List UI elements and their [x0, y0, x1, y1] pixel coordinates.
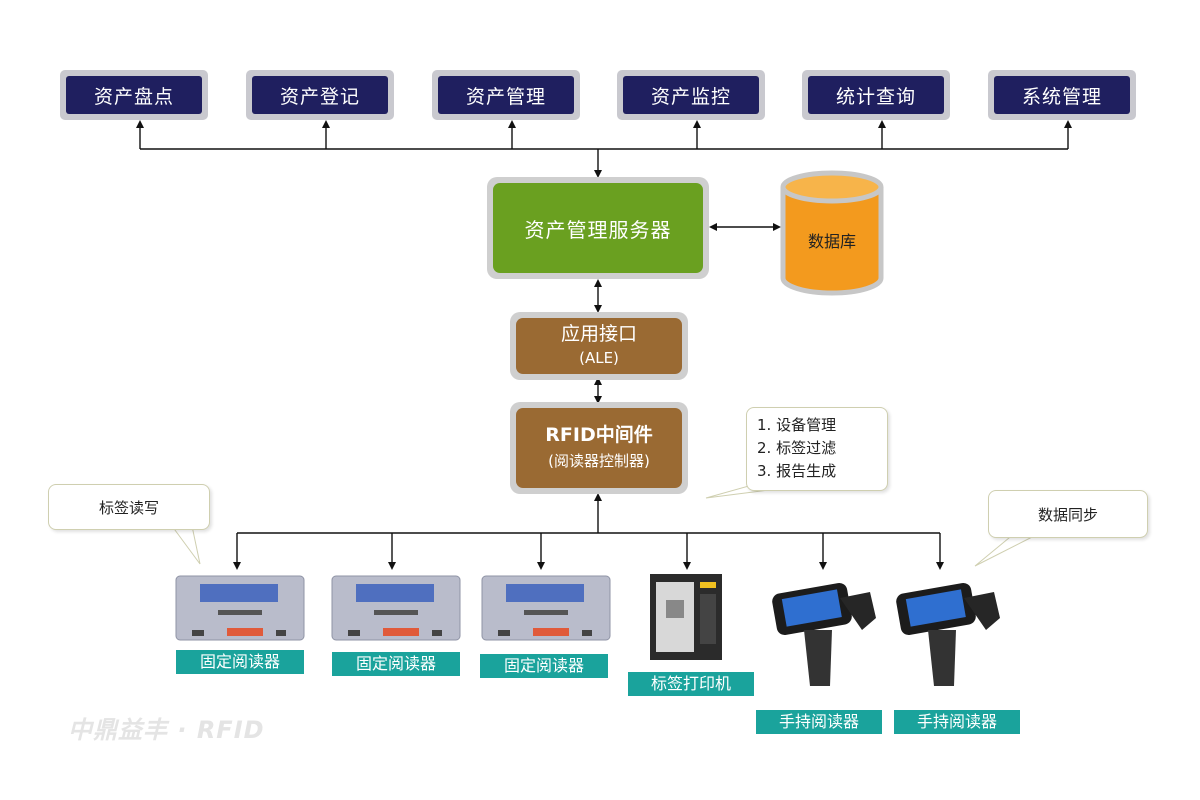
module-label: 统计查询	[808, 76, 944, 114]
device-label-fixed-reader-2: 固定阅读器	[332, 652, 460, 676]
fixed-reader-icon	[175, 575, 305, 641]
handheld-reader-icon	[772, 582, 876, 686]
label-printer-icon	[650, 574, 722, 660]
middleware-functions-callout: 1. 设备管理 2. 标签过滤 3. 报告生成	[746, 407, 888, 491]
callout-text: 标签读写	[98, 498, 159, 517]
device-label-fixed-reader-3: 固定阅读器	[480, 654, 608, 678]
module-asset-registration: 资产登记	[246, 70, 394, 120]
fixed-reader-icon	[331, 575, 461, 641]
device-label-fixed-reader-1: 固定阅读器	[176, 650, 304, 674]
device-label-handheld-reader-2: 手持阅读器	[894, 710, 1020, 734]
module-label: 资产登记	[252, 76, 388, 114]
module-label: 资产管理	[438, 76, 574, 114]
middleware-label: RFID中间件	[545, 424, 653, 446]
server-label: 资产管理服务器	[524, 217, 672, 242]
application-interface-ale: 应用接口 (ALE)	[510, 312, 688, 380]
module-asset-management: 资产管理	[432, 70, 580, 120]
module-label: 资产盘点	[66, 76, 202, 114]
handheld-reader-icon	[896, 582, 1000, 686]
module-asset-monitoring: 资产监控	[617, 70, 765, 120]
database-cylinder: 数据库	[780, 170, 884, 296]
device-label-label-printer: 标签打印机	[628, 672, 754, 696]
callout-item: 2. 标签过滤	[757, 439, 837, 457]
fixed-reader-icon	[481, 575, 611, 641]
module-label: 系统管理	[994, 76, 1130, 114]
database-icon	[780, 170, 884, 296]
ale-sublabel: (ALE)	[579, 349, 619, 367]
module-label: 资产监控	[623, 76, 759, 114]
middleware-sublabel: (阅读器控制器)	[548, 452, 650, 470]
tag-read-write-callout: 标签读写	[48, 484, 210, 530]
callout-item: 3. 报告生成	[757, 462, 837, 480]
rfid-middleware: RFID中间件 (阅读器控制器)	[510, 402, 688, 494]
ale-label: 应用接口	[560, 323, 637, 345]
module-asset-inventory: 资产盘点	[60, 70, 208, 120]
module-system-management: 系统管理	[988, 70, 1136, 120]
database-label: 数据库	[807, 232, 856, 251]
watermark-logo: 中鼎益丰 · RFID	[68, 716, 265, 744]
device-label-handheld-reader-1: 手持阅读器	[756, 710, 882, 734]
data-sync-callout: 数据同步	[988, 490, 1148, 538]
asset-management-server: 资产管理服务器	[487, 177, 709, 279]
callout-item: 1. 设备管理	[757, 416, 837, 434]
callout-text: 数据同步	[1037, 505, 1098, 524]
module-statistics-query: 统计查询	[802, 70, 950, 120]
